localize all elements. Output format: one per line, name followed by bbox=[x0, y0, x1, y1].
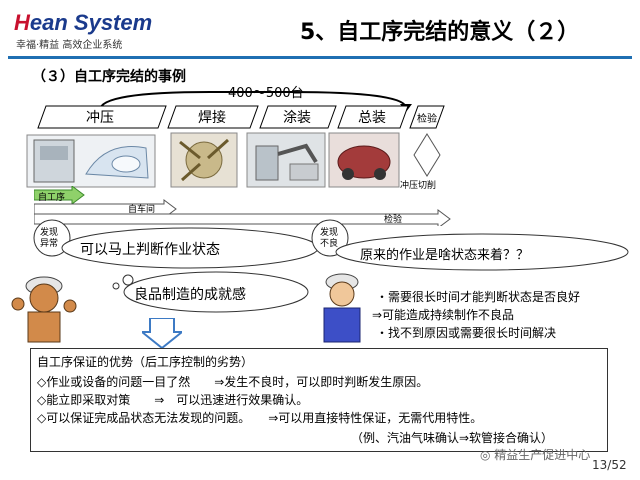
page-number: 13/52 bbox=[592, 458, 627, 472]
worker-confused-figure bbox=[323, 273, 361, 343]
process-band bbox=[37, 105, 445, 129]
advantage-example: （例、汽油气味确认⇒软管接合确认） bbox=[351, 431, 554, 445]
found-defect-label: 发现不良 bbox=[319, 228, 338, 249]
left-sub-thought: 良品制造的成就感 bbox=[134, 287, 246, 303]
logo-subtitle: 幸福·精益 高效企业系统 bbox=[16, 40, 123, 51]
stamping-machine-image bbox=[26, 134, 156, 188]
advantage-line-1: ◇作业或设备的问题一目了然 ⇒发生不良时，可以即时判断发生原因。 bbox=[37, 375, 429, 389]
inspection-label: 检验 bbox=[384, 215, 403, 225]
advantage-line-2: ◇能立即采取对策 ⇒ 可以迅速进行效果确认。 bbox=[37, 393, 309, 407]
wechat-icon: ◎ bbox=[480, 448, 495, 462]
right-main-thought: 原来的作业是啥状态来着？？ bbox=[360, 248, 530, 263]
welding-robot-image bbox=[170, 132, 238, 188]
found-abnormal-label: 发现异常 bbox=[39, 228, 58, 249]
process-stamping: 冲压 bbox=[86, 110, 114, 126]
process-painting: 涂装 bbox=[283, 110, 311, 126]
process-inspection: 检验 bbox=[417, 113, 437, 125]
worker-happy-figure bbox=[11, 276, 77, 343]
title-divider bbox=[8, 56, 632, 59]
right-note-2: ⇒可能造成持续制作不良品 bbox=[372, 308, 515, 322]
inspection-diamond bbox=[413, 133, 441, 177]
logo: Hean System bbox=[14, 10, 153, 35]
left-thought-bubbles bbox=[33, 219, 319, 313]
painting-robot-image bbox=[246, 132, 326, 188]
assembly-line-image bbox=[328, 132, 400, 188]
watermark: ◎ 精益生产促进中心 bbox=[480, 448, 591, 462]
process-welding: 焊接 bbox=[198, 110, 226, 126]
advantage-line-3: ◇可以保证完成品状态无法发现的问题。 ⇒可以用直接特性保证，无需代用特性。 bbox=[37, 411, 483, 425]
self-process-label: 自工序 bbox=[38, 193, 66, 203]
section-title: （３）自工序完结的事例 bbox=[32, 69, 186, 85]
process-assembly: 总装 bbox=[358, 110, 386, 126]
right-note-1: ・需要很长时间才能判断状态是否良好 bbox=[376, 290, 581, 304]
down-arrow bbox=[142, 318, 182, 348]
press-cut-label: 冲压切削 bbox=[400, 181, 437, 191]
range-label: 400～500台 bbox=[228, 86, 304, 101]
right-thought-bubble bbox=[311, 219, 629, 271]
coverage-arrows bbox=[34, 186, 451, 226]
own-workshop-label: 自车间 bbox=[128, 205, 156, 215]
advantages-heading: 自工序保证的优势（后工序控制的劣势） bbox=[37, 355, 254, 369]
left-main-thought: 可以马上判断作业状态 bbox=[80, 242, 220, 258]
advantages-box: 自工序保证的优势（后工序控制的劣势） ◇作业或设备的问题一目了然 ⇒发生不良时，… bbox=[30, 348, 608, 452]
page-title: 5、自工序完结的意义（２） bbox=[300, 20, 580, 45]
right-note-3: ・找不到原因或需要很长时间解决 bbox=[376, 326, 557, 340]
